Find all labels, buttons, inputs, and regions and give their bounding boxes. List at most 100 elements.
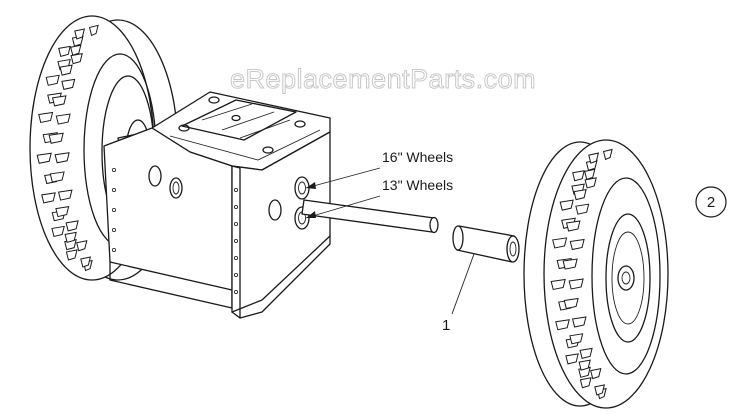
rivet [233,204,238,209]
tread-block [64,231,77,243]
bracket-bolt [262,146,274,154]
rivet [233,255,238,260]
tread-block [36,152,52,164]
tread-block [563,297,579,310]
axle-hole-16in-inner [298,181,306,195]
spacer-tube-body [456,225,515,263]
callout-part-2-circle [695,186,727,218]
tread-block [602,148,613,161]
callouts: 16" Wheels 13" Wheels 1 2 [305,149,727,334]
rivet [233,187,238,192]
tread-block [578,359,591,371]
tread-block [575,203,590,215]
tread-block [58,45,71,57]
arrow-13in [306,211,316,218]
bracket-front-bottom-flange [239,235,331,319]
tread-block [41,192,56,204]
tread-block [579,377,592,389]
bracket-front-edge [231,165,241,319]
tread-block [48,132,64,144]
callout-part-1: 1 [442,317,450,334]
tread-block [555,319,570,331]
bracket-bolt [294,120,306,128]
right-wheel-rim-inner [611,231,645,325]
tread-block [70,44,82,56]
tread-block [55,205,70,218]
callout-part-2: 2 [707,194,715,211]
tread-block [569,333,584,345]
tread-block [571,316,587,328]
rivet [233,289,238,294]
tread-block [74,28,86,40]
axle-shaft [301,199,439,234]
bracket-bolt [231,114,241,122]
rivet [233,238,238,243]
right-wheel-hub-bore [621,271,631,285]
tread-block [584,177,597,189]
tread-block [565,353,579,365]
rivet [112,227,117,232]
tread-block [70,53,83,65]
tread-block [38,111,54,124]
left-wheel-tread [36,24,99,272]
right-wheel [523,139,669,409]
bracket-top-rib [239,119,291,139]
bracket-top-rib [201,103,253,121]
tread-block [550,278,566,291]
tread-block [65,249,78,261]
spacer-tube-back-end [452,225,464,251]
bracket-bolt [208,96,220,104]
tread-block [584,168,596,181]
spacer-tube-bore [509,241,517,257]
tread-block [565,220,581,232]
right-wheel-rim [605,213,651,343]
leader-part-1 [451,253,475,315]
rivet [233,272,238,277]
tread-block [51,95,67,107]
bracket-front-hole [268,199,282,221]
bracket-rivets [112,167,238,294]
tread-block [568,278,584,290]
tread-block [49,171,65,183]
tread-block [59,64,73,76]
tread-block [572,170,585,182]
rivet [112,247,117,252]
tread-block [57,189,73,201]
bracket-top-rib [221,111,275,131]
leader-16in [305,167,381,189]
tread-block [88,24,99,37]
tread-block [80,256,92,268]
axle-shaft-end [429,216,439,234]
rivet [112,187,117,192]
tread-block [45,74,60,86]
watermark: eReplacementParts.com [230,64,536,94]
tread-block [590,367,602,380]
callout-13in-wheels: 13" Wheels [382,177,453,193]
bracket-bolt [178,124,190,132]
tread-block [588,152,600,164]
tread-block [76,240,88,252]
bracket-top-channel [181,99,297,141]
tread-block [51,225,65,238]
tread-block [54,152,70,164]
tread-block [569,238,585,251]
arrow-16in [306,182,316,189]
rivet [233,221,238,226]
bracket-top-edge [169,129,321,161]
bracket-left-hole [169,177,183,199]
tread-block [562,258,578,270]
right-wheel-sidewall [591,177,661,375]
tread-block [61,78,76,91]
tread-block [55,113,71,125]
right-wheel-hub [617,265,635,291]
bracket-left-hole-inner [172,181,180,195]
bracket-left-hole [148,165,162,187]
tread-block [552,237,568,249]
tread-block [65,220,79,232]
wheel-bracket-housing [103,91,331,319]
tread-block [594,384,606,396]
tread-block [579,347,593,359]
callout-16in-wheels: 16" Wheels [382,149,453,165]
spacer-tube-front-end [506,235,520,263]
